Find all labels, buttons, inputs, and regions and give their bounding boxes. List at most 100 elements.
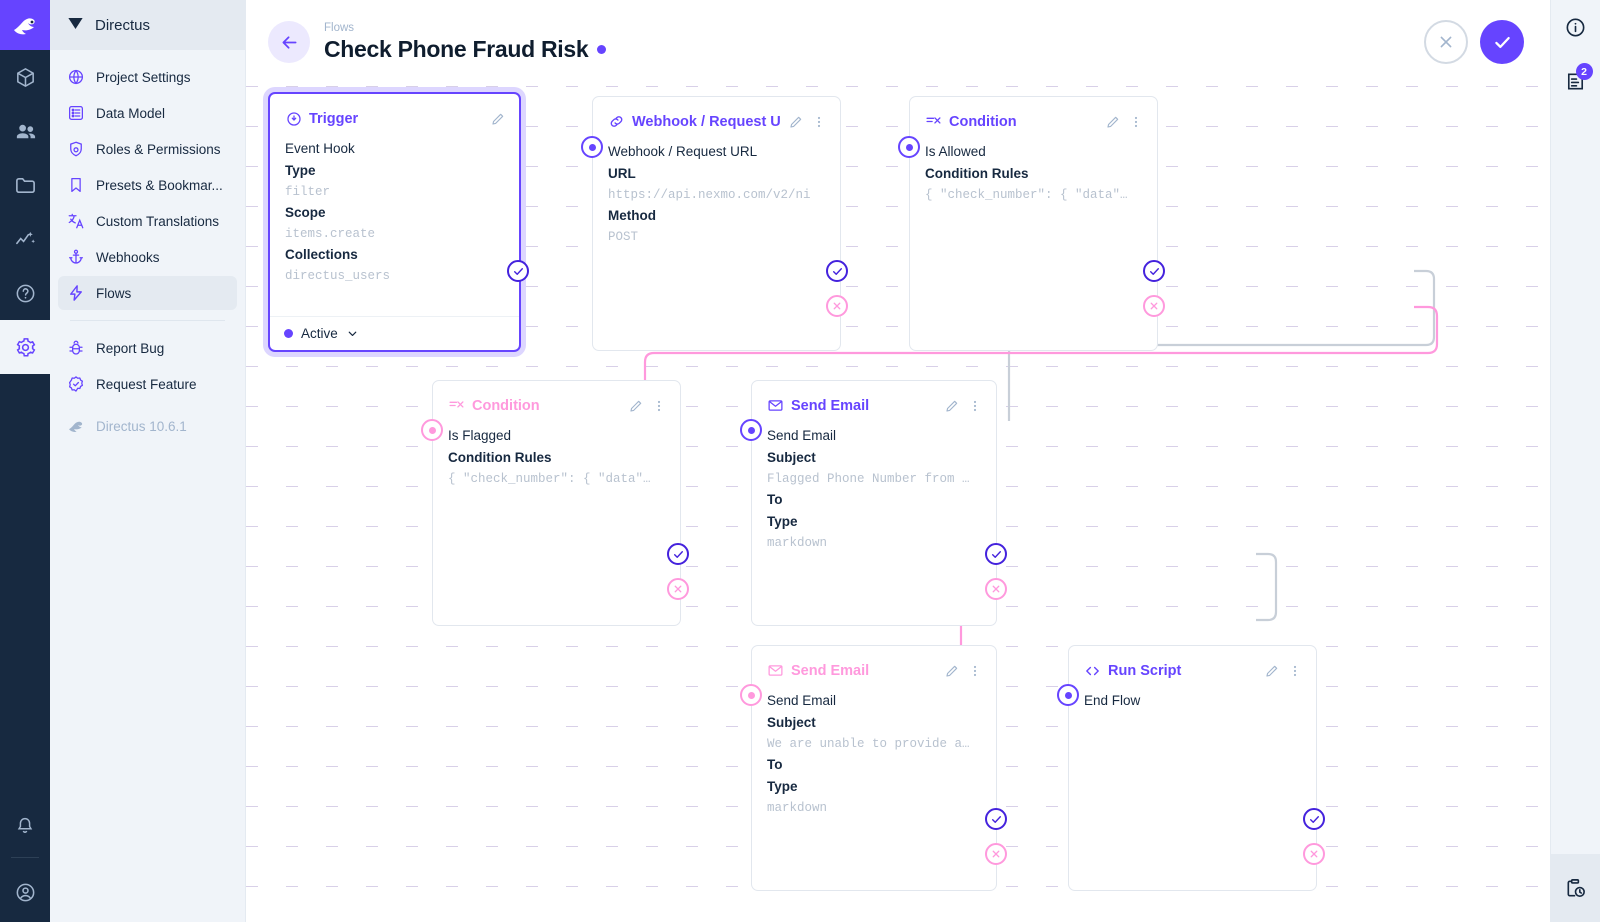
condition-icon	[925, 113, 942, 130]
field-label: Condition Rules	[448, 450, 552, 465]
field-value: items.create	[285, 227, 376, 241]
webhook-reject-port[interactable]	[826, 295, 848, 317]
node-body: Is Allowed Condition Rules { "check_numb…	[910, 139, 1157, 350]
sidebar-item-flows[interactable]: Flows	[58, 276, 237, 310]
field-label: Type	[767, 779, 798, 794]
flow-node-condition-is-allowed[interactable]: Condition Is Allowed Condition Rul	[909, 96, 1158, 351]
run-script-target-port[interactable]	[1057, 684, 1079, 706]
sidebar-item-label: Project Settings	[96, 69, 191, 85]
status-dot	[284, 329, 293, 338]
send-email-unable-reject-port[interactable]	[985, 843, 1007, 865]
port-pin	[747, 691, 755, 699]
rail-item-settings[interactable]	[0, 320, 50, 374]
title-block: Flows Check Phone Fraud Risk	[324, 21, 607, 63]
field-value: POST	[608, 230, 639, 244]
rail-item-users[interactable]	[0, 104, 50, 158]
rail-item-content[interactable]	[0, 50, 50, 104]
edit-pencil-icon[interactable]	[627, 397, 645, 415]
condition-flagged-reject-port[interactable]	[667, 578, 689, 600]
status-badge	[597, 45, 607, 54]
rail-item-notifications[interactable]	[0, 799, 50, 853]
port-pin	[428, 426, 436, 434]
rail-item-files[interactable]	[0, 158, 50, 212]
more-options-icon[interactable]	[650, 397, 668, 415]
flow-node-condition-is-flagged[interactable]: Condition Is Flagged Condition Rul	[432, 380, 681, 626]
sidebar-logs-button[interactable]: 2	[1551, 54, 1600, 108]
rail-item-insights[interactable]	[0, 212, 50, 266]
run-script-accept-port[interactable]	[1303, 808, 1325, 830]
back-button[interactable]	[268, 21, 310, 63]
sidebar-item-roles-permissions[interactable]: Roles & Permissions	[58, 132, 237, 166]
discard-changes-button[interactable]	[1424, 20, 1468, 64]
sidebar-divider	[70, 320, 225, 321]
sidebar-item-report-bug[interactable]: Report Bug	[58, 331, 237, 365]
node-title: Trigger	[309, 110, 359, 127]
condition-flagged-target-port[interactable]	[421, 419, 443, 441]
flow-node-send-email-flagged[interactable]: Send Email Send Email Subject	[751, 380, 997, 626]
send-email-flagged-target-port[interactable]	[740, 419, 762, 441]
trigger-status-dropdown[interactable]: Active	[270, 316, 519, 350]
condition-flagged-accept-port[interactable]	[667, 543, 689, 565]
directus-logo[interactable]	[0, 0, 50, 50]
page-title: Check Phone Fraud Risk	[324, 36, 589, 62]
flow-topbar: Flows Check Phone Fraud Risk	[246, 0, 1550, 84]
rail-item-help[interactable]	[0, 266, 50, 320]
more-options-icon[interactable]	[966, 397, 984, 415]
edit-pencil-icon[interactable]	[489, 110, 507, 128]
send-email-flagged-accept-port[interactable]	[985, 543, 1007, 565]
trigger-accept-port[interactable]	[507, 260, 529, 282]
sidebar-header[interactable]: Directus	[50, 0, 245, 50]
flow-node-send-email-unable[interactable]: Send Email Send Email Subject	[751, 645, 997, 891]
node-title: Run Script	[1108, 662, 1182, 679]
condition-allowed-reject-port[interactable]	[1143, 295, 1165, 317]
bolt-icon	[66, 283, 86, 303]
trigger-flash-icon	[285, 110, 302, 127]
condition-allowed-target-port[interactable]	[898, 136, 920, 158]
node-title: Condition	[949, 113, 1017, 130]
sidebar-activity-button[interactable]	[1550, 854, 1600, 922]
sidebar-item-custom-translations[interactable]: Custom Translations	[58, 204, 237, 238]
project-logo-icon	[66, 14, 85, 37]
sidebar-item-webhooks[interactable]: Webhooks	[58, 240, 237, 274]
edit-pencil-icon[interactable]	[1104, 113, 1122, 131]
more-options-icon[interactable]	[1127, 113, 1145, 131]
send-email-flagged-reject-port[interactable]	[985, 578, 1007, 600]
send-email-unable-target-port[interactable]	[740, 684, 762, 706]
more-options-icon[interactable]	[966, 662, 984, 680]
email-icon	[767, 397, 784, 414]
sidebar-item-label: Flows	[96, 285, 132, 301]
webhook-accept-port[interactable]	[826, 260, 848, 282]
edit-pencil-icon[interactable]	[943, 662, 961, 680]
field-label: To	[767, 757, 783, 772]
sidebar-item-request-feature[interactable]: Request Feature	[58, 367, 237, 401]
sidebar-item-label: Webhooks	[96, 249, 160, 265]
send-email-unable-accept-port[interactable]	[985, 808, 1007, 830]
sidebar-item-data-model[interactable]: Data Model	[58, 96, 237, 130]
edit-pencil-icon[interactable]	[943, 397, 961, 415]
rail-item-account[interactable]	[0, 862, 50, 922]
sidebar-item-presets-bookmarks[interactable]: Presets & Bookmar...	[58, 168, 237, 202]
edit-pencil-icon[interactable]	[1263, 662, 1281, 680]
save-button[interactable]	[1480, 20, 1524, 64]
more-options-icon[interactable]	[1286, 662, 1304, 680]
field-label: Scope	[285, 205, 326, 220]
translate-icon	[66, 211, 86, 231]
sidebar-item-project-settings[interactable]: Project Settings	[58, 60, 237, 94]
list-box-icon	[66, 103, 86, 123]
more-options-icon[interactable]	[810, 113, 828, 131]
condition-allowed-accept-port[interactable]	[1143, 260, 1165, 282]
field-label: Condition Rules	[925, 166, 1029, 181]
field-label: Collections	[285, 247, 358, 262]
node-header: Condition	[433, 381, 680, 423]
run-script-reject-port[interactable]	[1303, 843, 1325, 865]
node-header: Send Email	[752, 381, 996, 423]
flow-node-webhook[interactable]: Webhook / Request U Webhook / Request UR…	[592, 96, 841, 351]
flow-node-run-script[interactable]: Run Script End Flow	[1068, 645, 1317, 891]
flow-canvas[interactable]: Trigger Event Hook Type filter	[246, 84, 1550, 922]
field-label: Method	[608, 208, 656, 223]
webhook-target-port[interactable]	[581, 136, 603, 158]
breadcrumb[interactable]: Flows	[324, 22, 355, 34]
flow-node-trigger[interactable]: Trigger Event Hook Type filter	[268, 92, 521, 352]
edit-pencil-icon[interactable]	[787, 113, 805, 131]
sidebar-info-button[interactable]	[1551, 0, 1600, 54]
